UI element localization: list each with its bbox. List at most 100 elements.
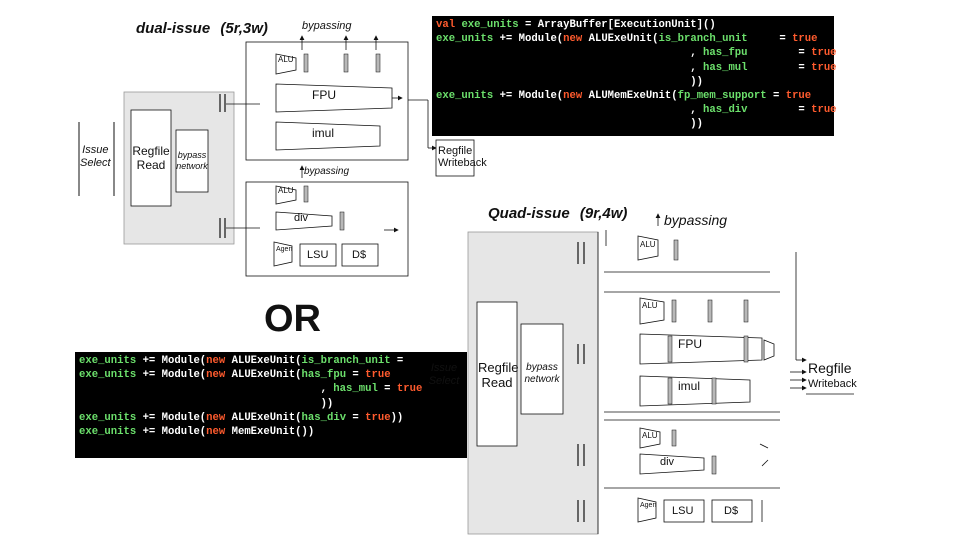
code-token: true: [811, 61, 837, 74]
dual-issue-name: dual-issue: [136, 20, 211, 37]
dual-bypass-network-label: bypass network: [176, 150, 208, 171]
code-token: val: [436, 19, 462, 31]
code_top-line: )): [436, 117, 830, 131]
code-token: new: [206, 411, 232, 424]
quad-dcache-box: [711, 499, 753, 523]
code-token: )): [79, 397, 334, 410]
code-token: =: [346, 369, 366, 382]
quad-div-label: div: [660, 456, 675, 468]
quad-fpu-label: FPU: [678, 337, 702, 351]
code_top-line: , has_fpu = true: [436, 46, 836, 60]
code_bottom-line: , has_mul = true: [79, 382, 463, 396]
dual-bypassing-label: bypassing: [302, 20, 352, 32]
code-token: has_div: [703, 104, 748, 117]
code-token: +=: [136, 355, 162, 367]
code-token: has_fpu: [703, 47, 748, 60]
dual-agen-label: Agen: [276, 246, 293, 253]
code-token: new: [206, 355, 232, 367]
dual-div-shape: [275, 211, 333, 231]
quad-dcache-label: D$: [724, 505, 739, 517]
code-token: new: [563, 33, 589, 46]
code_bottom-line: exe_units += Module(new MemExeUnit()): [79, 425, 463, 439]
code-token: new: [563, 89, 589, 102]
quad-writeback-bottom-label: Writeback: [808, 378, 857, 390]
code-token: =: [766, 89, 786, 102]
code-token: true: [396, 383, 423, 396]
quad-alu2-shape: [639, 297, 665, 325]
code-token: ALUExeUnit(: [231, 411, 302, 424]
dual-dcache-label: D$: [352, 249, 367, 261]
code-token: true: [811, 47, 837, 60]
quad-issue-select-label: Issue Select: [428, 362, 460, 387]
code-token: ALUExeUnit(: [588, 33, 659, 46]
code-token: ,: [436, 104, 704, 117]
quad-issue-config: (9r,4w): [579, 205, 628, 222]
code-token: =: [390, 355, 410, 367]
quad-alu-shape: [637, 235, 659, 261]
code-token: is_branch_unit: [301, 355, 391, 367]
code-token: ALUExeUnit(: [231, 355, 302, 367]
code-token: exe_units: [79, 355, 137, 367]
code-token: +=: [493, 33, 519, 46]
quad-issue-title: Quad-issue (9r,4w): [488, 205, 627, 222]
code-token: exe_units: [461, 19, 519, 31]
code_top-line: val exe_units = ArrayBuffer[ExecutionUni…: [436, 18, 830, 32]
code_top-line: , has_div = true: [436, 103, 836, 117]
dual-regfile-read-label: Regfile Read: [132, 144, 170, 172]
code-token: exe_units: [79, 425, 137, 438]
quad-div-shape: [639, 453, 705, 475]
code-token: is_branch_unit: [658, 33, 748, 46]
code-token: true: [365, 411, 391, 424]
or-label: OR: [264, 298, 321, 340]
quad-issue-name: Quad-issue: [488, 205, 570, 222]
quad-writeback-top-label: Regfile: [808, 360, 852, 376]
code-token: ALUExeUnit(: [231, 369, 302, 382]
code-token: true: [365, 369, 391, 382]
dual-fpu-shape: [275, 83, 393, 113]
quad-regfile-read-box: [476, 301, 518, 447]
dual-issue-select-label: Issue Select: [80, 144, 111, 169]
code-token: +=: [136, 411, 162, 424]
code_top-line: exe_units += Module(new ALUExeUnit(is_br…: [436, 32, 830, 46]
code-token: true: [792, 33, 818, 46]
code_top-line: )): [436, 75, 830, 89]
dual-alu2-shape: [275, 185, 297, 205]
code_bottom-line: )): [79, 397, 463, 411]
quad-bypass-network-label: bypass network: [524, 362, 560, 385]
dual-div-label: div: [294, 212, 309, 224]
code-token: true: [811, 104, 837, 117]
quad-lsu-box: [663, 499, 705, 523]
code_bottom-line: exe_units += Module(new ALUExeUnit(is_br…: [79, 354, 463, 368]
dual-regfile-read-box: [130, 109, 172, 207]
code-token: )): [390, 411, 404, 424]
quad-alu2-label: ALU: [642, 301, 658, 310]
quad-agen-label: Agen: [640, 502, 657, 509]
code-token: Module(: [161, 411, 207, 424]
code-token: exe_units: [79, 411, 137, 424]
quad-alu3-label: ALU: [642, 431, 658, 440]
code-token: ,: [436, 47, 704, 60]
code_top-line: , has_mul = true: [436, 61, 836, 75]
dual-agen-shape: [273, 241, 293, 267]
code-token: ,: [436, 61, 704, 74]
code-token: =: [747, 104, 812, 117]
dual-issue-title: dual-issue (5r,3w): [136, 20, 268, 37]
quad-alu3-shape: [639, 427, 661, 449]
code-token: has_fpu: [301, 369, 347, 382]
dual-lsu-box: [299, 243, 337, 267]
code-token: ALUMemExeUnit(: [588, 89, 678, 102]
code-token: =: [747, 61, 812, 74]
code-token: =: [747, 33, 793, 46]
dual-alu-shape: [275, 53, 297, 75]
code-token: new: [206, 425, 232, 438]
code-token: has_mul: [333, 383, 378, 396]
dual-bypass-network-box: [175, 129, 209, 193]
code_top-line: exe_units += Module(new ALUMemExeUnit(fp…: [436, 89, 830, 103]
quad-bypassing-label: bypassing: [664, 212, 728, 228]
code-token: )): [436, 118, 704, 131]
code-token: MemExeUnit()): [231, 425, 315, 438]
quad-agen-shape: [637, 497, 657, 523]
dual-imul-shape: [275, 121, 381, 151]
quad-lsu-label: LSU: [672, 505, 694, 517]
code-token: Module(: [518, 89, 564, 102]
